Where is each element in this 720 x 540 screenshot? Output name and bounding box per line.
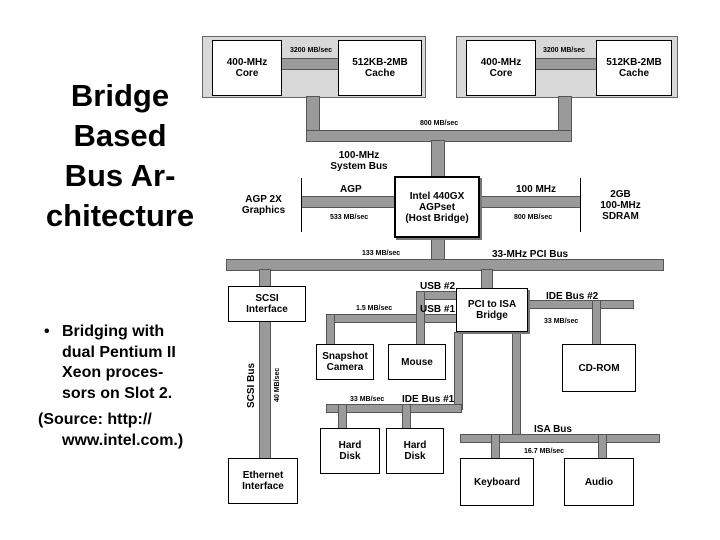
rate-label: 800 MB/sec (420, 120, 459, 127)
ide1-bus (326, 404, 462, 413)
title-line: Bridge (70, 78, 170, 113)
rate-label: 1.5 MB/sec (356, 305, 393, 312)
title-line: Bus Ar- (64, 158, 176, 193)
isa-drop-audio (598, 434, 607, 460)
usb1-label: USB #1 (420, 304, 456, 315)
cdrom-box: CD-ROM (562, 344, 636, 392)
rate-label: 40 MB/sec (274, 367, 281, 402)
pci-isa-bridge-box: PCI to ISA Bridge (456, 288, 528, 332)
keyboard-box: Keyboard (460, 458, 534, 506)
ethernet-interface-box: Ethernet Interface (228, 458, 298, 504)
rate-label: 533 MB/sec (330, 214, 369, 221)
cache-box-right: 512KB-2MB Cache (596, 40, 672, 96)
agp-graphics-box: AGP 2X Graphics (226, 178, 302, 232)
rate-label: 33 MB/sec (350, 396, 385, 403)
isa-bus (460, 434, 660, 443)
core-box-right: 400-MHz Core (466, 40, 536, 96)
system-bus (431, 140, 445, 178)
bullet-text: sors on Slot 2. (62, 384, 173, 402)
title-line: chitecture (45, 198, 195, 233)
bullet-list: • Bridging with dual Pentium II Xeon pro… (38, 322, 218, 451)
system-bus-label: 100-MHz System Bus (330, 150, 388, 172)
scsi-interface-box: SCSI Interface (228, 286, 306, 322)
rate-label: 800 MB/sec (514, 214, 553, 221)
rate-label: 3200 MB/sec (543, 47, 586, 54)
core-box-left: 400-MHz Core (212, 40, 282, 96)
rate-label: 3200 MB/sec (290, 47, 333, 54)
usb1-line (326, 314, 458, 323)
rate-label: 16.7 MB/sec (524, 448, 565, 455)
cache-box-left: 512KB-2MB Cache (338, 40, 422, 96)
page-title: Bridge Based Bus Ar- chitecture (30, 76, 210, 236)
title-line: Based (73, 118, 167, 153)
bullet-text: Bridging with (62, 323, 165, 340)
ide2-label: IDE Bus #2 (546, 291, 599, 302)
hard-disk-box-1: Hard Disk (320, 428, 380, 474)
source-note: (Source: http:// www.intel.com.) (38, 410, 218, 451)
usb2-label: USB #2 (420, 281, 456, 292)
snapshot-camera-box: Snapshot Camera (316, 344, 374, 380)
isa-riser (512, 332, 521, 436)
ide1-riser (454, 332, 463, 410)
memory-speed-label: 100 MHz (516, 184, 557, 195)
ide2-bus (528, 300, 634, 309)
sdram-box: 2GB 100-MHz SDRAM (580, 178, 660, 232)
usb-drop-mouse (416, 291, 425, 346)
audio-box: Audio (564, 458, 634, 506)
usb-drop-camera (326, 314, 335, 346)
bullet-text: dual Pentium II (62, 343, 176, 361)
rate-label: 133 MB/sec (362, 250, 401, 257)
ide1-drop-hd2 (402, 404, 411, 430)
isa-drop-keyboard (491, 434, 500, 460)
host-bridge-box: Intel 440GX AGPset (Host Bridge) (394, 176, 480, 238)
pci-bus-label: 33-MHz PCI Bus (492, 249, 569, 260)
memory-link (478, 196, 582, 208)
agp-link (300, 196, 396, 208)
ide1-drop-hd1 (338, 404, 347, 430)
bullet-dot: • (44, 323, 50, 340)
agp-label: AGP (340, 184, 362, 195)
pci-scsi-link (259, 269, 271, 287)
scsi-bus (259, 320, 271, 460)
bullet-text: Xeon proces- (62, 364, 164, 381)
source-text: (Source: http:// (38, 411, 152, 428)
hard-disk-box-2: Hard Disk (386, 428, 444, 474)
ide2-drop (592, 300, 601, 346)
scsi-bus-label: SCSI Bus (246, 362, 257, 408)
pci-bus (226, 259, 664, 271)
mouse-box: Mouse (388, 344, 446, 380)
bullet-item: • Bridging with dual Pentium II Xeon pro… (38, 322, 218, 404)
isa-bus-label: ISA Bus (534, 424, 572, 435)
source-link[interactable]: www.intel.com.) (62, 431, 184, 449)
ide1-label: IDE Bus #1 (402, 394, 455, 405)
rate-label: 33 MB/sec (544, 318, 579, 325)
